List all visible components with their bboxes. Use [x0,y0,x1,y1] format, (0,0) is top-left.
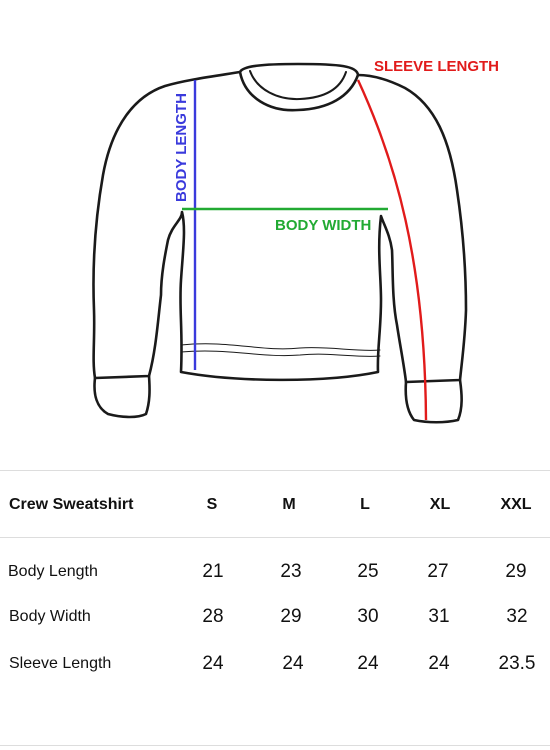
row-label: Body Width [9,608,91,625]
sweatshirt-diagram: SLEEVE LENGTH BODY LENGTH BODY WIDTH [92,58,499,424]
size-header-xxl: XXL [500,496,532,513]
value-cell: 28 [202,606,224,627]
value-cell: 24 [357,653,379,674]
value-cell: 24 [428,653,450,674]
right-cuff [404,378,463,424]
table-title: Crew Sweatshirt [9,496,134,513]
body-length-label: BODY LENGTH [173,93,190,202]
row-label: Body Length [8,563,98,580]
value-cell: 30 [357,606,379,627]
value-cell: 29 [505,561,527,582]
value-cell: 24 [282,653,304,674]
value-cell: 32 [506,606,528,627]
value-cell: 24 [202,653,224,674]
waistband [180,343,381,351]
value-cell: 21 [202,561,224,582]
left-cuff [93,374,151,419]
value-cell: 23.5 [498,653,536,674]
body-width-label: BODY WIDTH [275,217,371,234]
sleeve-length-line [356,79,428,421]
row-label: Sleeve Length [9,655,112,672]
value-cell: 25 [357,561,379,582]
table-bottom-divider [0,745,550,746]
collar [238,62,360,112]
table-header-divider [0,537,550,538]
table-top-divider [0,470,550,471]
sleeve-length-label: SLEEVE LENGTH [374,58,499,75]
value-cell: 29 [280,606,302,627]
value-cell: 31 [428,606,450,627]
size-header-l: L [360,496,370,513]
size-header-s: S [206,496,218,513]
value-cell: 27 [427,561,449,582]
sweatshirt-outline [92,70,468,384]
value-cell: 23 [280,561,302,582]
size-header-m: M [282,496,296,513]
size-header-xl: XL [429,496,451,513]
